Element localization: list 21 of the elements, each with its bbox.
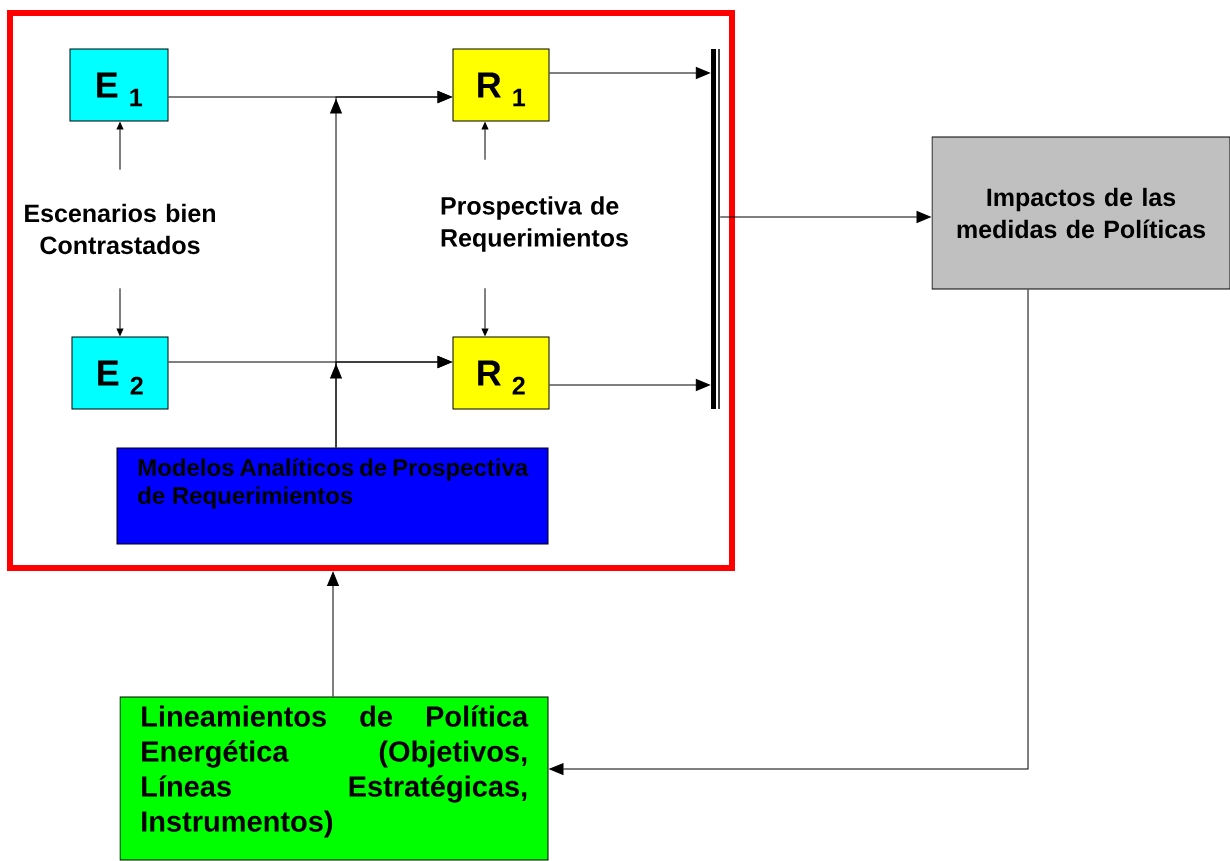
arrow — [116, 287, 124, 336]
process-box: E $_{1}$ — [69, 48, 169, 122]
arrow — [719, 211, 931, 223]
process-box: Modelos Analíticos de Prospectiva de Requerimientos — [116, 447, 549, 545]
text-label: Prospectiva de Requerimientos — [441, 196, 628, 252]
junction-bar — [711, 48, 720, 410]
arrow — [116, 122, 124, 171]
arrow — [481, 287, 489, 336]
arrow — [549, 289, 1029, 775]
process-box: Impactos de las medidas de Políticas — [931, 136, 1230, 290]
arrow — [481, 122, 489, 161]
group-frame — [7, 10, 735, 571]
process-box: E $_{2}$ — [71, 336, 169, 410]
arrow — [327, 571, 339, 697]
arrow — [168, 356, 452, 368]
text-label: Escenarios bien Contrastados — [25, 203, 215, 255]
process-box: Lineamientos de Política Energética (Objetivos, Líneas Estratégicas, Instrumentos) — [119, 696, 549, 861]
arrow — [549, 379, 710, 391]
process-box: R $_{2}$ — [452, 336, 550, 410]
arrow — [549, 67, 710, 79]
process-box: R $_{1}$ — [452, 48, 550, 122]
